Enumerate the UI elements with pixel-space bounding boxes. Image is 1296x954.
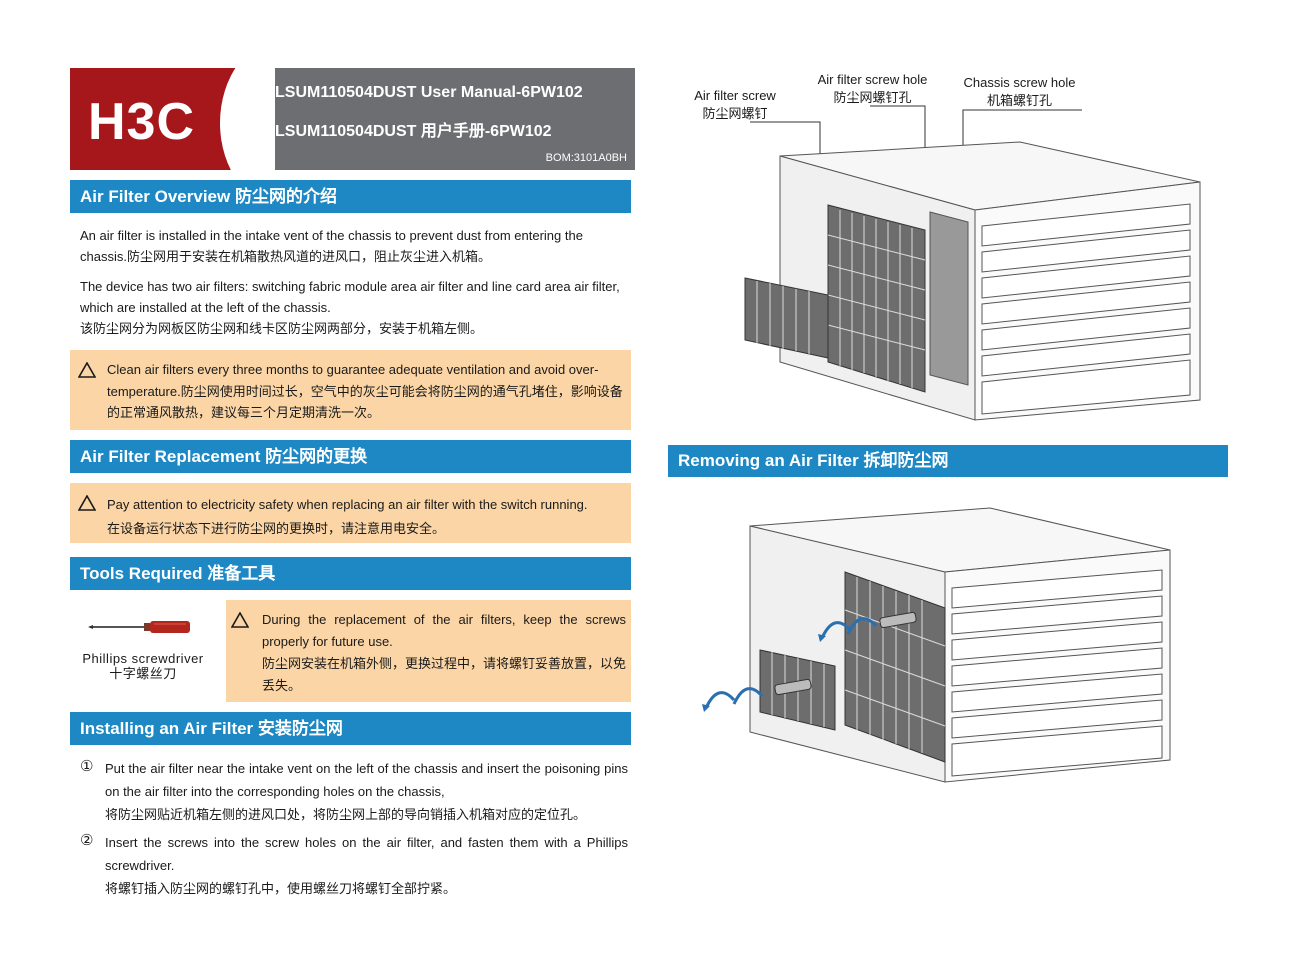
bom-code: BOM:3101A0BH	[545, 152, 627, 164]
tool-name-cn: 十字螺丝刀	[109, 666, 177, 681]
tools-caution-en: During the replacement of the air filter…	[262, 612, 626, 649]
callout-chassis-hole-cn: 机箱螺钉孔	[986, 93, 1052, 108]
callout-screw-hole-en: Air filter screw hole	[817, 72, 928, 87]
replacement-caution-text: Pay attention to electricity safety when…	[107, 493, 625, 541]
tool-caption: Phillips screwdriver 十字螺丝刀	[78, 651, 208, 681]
document-header: H3C LSUM110504DUST User Manual-6PW102 LS…	[70, 68, 635, 170]
callout-air-filter-screw-hole: Air filter screw hole 防尘网螺钉孔	[805, 71, 940, 107]
overview-paragraph-2-en: The device has two air filters: switchin…	[80, 279, 620, 315]
step-1-number: ①	[80, 758, 94, 775]
callout-chassis-hole-en: Chassis screw hole	[963, 75, 1076, 90]
overview-paragraph-2: The device has two air filters: switchin…	[80, 276, 625, 339]
screw-icon	[774, 611, 917, 696]
callout-air-filter-screw-en: Air filter screw	[694, 88, 776, 103]
logo-text: H3C	[88, 93, 196, 151]
section-title-removing: Removing an Air Filter 拆卸防尘网	[668, 445, 1228, 477]
rotate-arrow-icon	[704, 617, 878, 709]
section-title-tools: Tools Required 准备工具	[70, 557, 631, 590]
overview-paragraph-2-cn: 该防尘网分为网板区防尘网和线卡区防尘网两部分，安装于机箱左侧。	[80, 321, 484, 336]
tools-caution-text: During the replacement of the air filter…	[262, 609, 626, 697]
callout-screw-hole-cn: 防尘网螺钉孔	[833, 90, 912, 105]
tools-caution-cn: 防尘网安装在机箱外侧，更换过程中，请将螺钉妥善放置，以免丢失。	[262, 656, 627, 693]
step-1-cn: 将防尘网贴近机箱左侧的进风口处，将防尘网上部的导向销插入机箱对应的定位孔。	[105, 807, 587, 822]
warning-triangle-icon	[78, 495, 96, 511]
line-card-slots	[981, 203, 1191, 415]
replacement-caution-en: Pay attention to electricity safety when…	[107, 497, 588, 512]
h3c-logo: H3C	[70, 68, 275, 170]
title-block: LSUM110504DUST User Manual-6PW102 LSUM11…	[275, 68, 635, 170]
line-card-slots	[951, 569, 1163, 777]
chassis-illustration-installed	[744, 105, 1201, 421]
logo-swoosh	[220, 68, 275, 170]
section-title-replacement: Air Filter Replacement 防尘网的更换	[70, 440, 631, 473]
screwdriver-icon	[88, 621, 190, 633]
manual-title-cn: LSUM110504DUST 用户手册-6PW102	[275, 123, 552, 140]
replacement-caution-cn: 在设备运行状态下进行防尘网的更换时，请注意用电安全。	[107, 521, 446, 536]
overview-caution-text: Clean air filters every three months to …	[107, 362, 623, 420]
tools-caution-note: During the replacement of the air filter…	[226, 600, 631, 702]
overview-caution-note: Clean air filters every three months to …	[70, 350, 631, 430]
tool-name-en: Phillips screwdriver	[82, 651, 204, 666]
step-2-text: Insert the screws into the screw holes o…	[105, 831, 628, 900]
step-2-number: ②	[80, 832, 94, 849]
callout-air-filter-screw: Air filter screw 防尘网螺钉	[680, 87, 790, 123]
step-2-cn: 将螺钉插入防尘网的螺钉孔中，使用螺丝刀将螺钉全部拧紧。	[105, 881, 457, 896]
replacement-caution-note: Pay attention to electricity safety when…	[70, 483, 631, 543]
step-1-text: Put the air filter near the intake vent …	[105, 757, 628, 826]
manual-title-en: LSUM110504DUST User Manual-6PW102	[275, 84, 583, 101]
section-title-installing: Installing an Air Filter 安装防尘网	[70, 712, 631, 745]
step-2-en: Insert the screws into the screw holes o…	[105, 835, 628, 873]
callout-air-filter-screw-cn: 防尘网螺钉	[702, 106, 768, 121]
callout-chassis-screw-hole: Chassis screw hole 机箱螺钉孔	[952, 74, 1087, 110]
overview-paragraph-1: An air filter is installed in the intake…	[80, 228, 583, 264]
chassis-illustration-removing	[702, 507, 1171, 783]
warning-triangle-icon	[78, 362, 96, 378]
warning-triangle-icon	[231, 612, 249, 628]
section-title-overview: Air Filter Overview 防尘网的介绍	[70, 180, 631, 213]
step-1-en: Put the air filter near the intake vent …	[105, 761, 628, 799]
